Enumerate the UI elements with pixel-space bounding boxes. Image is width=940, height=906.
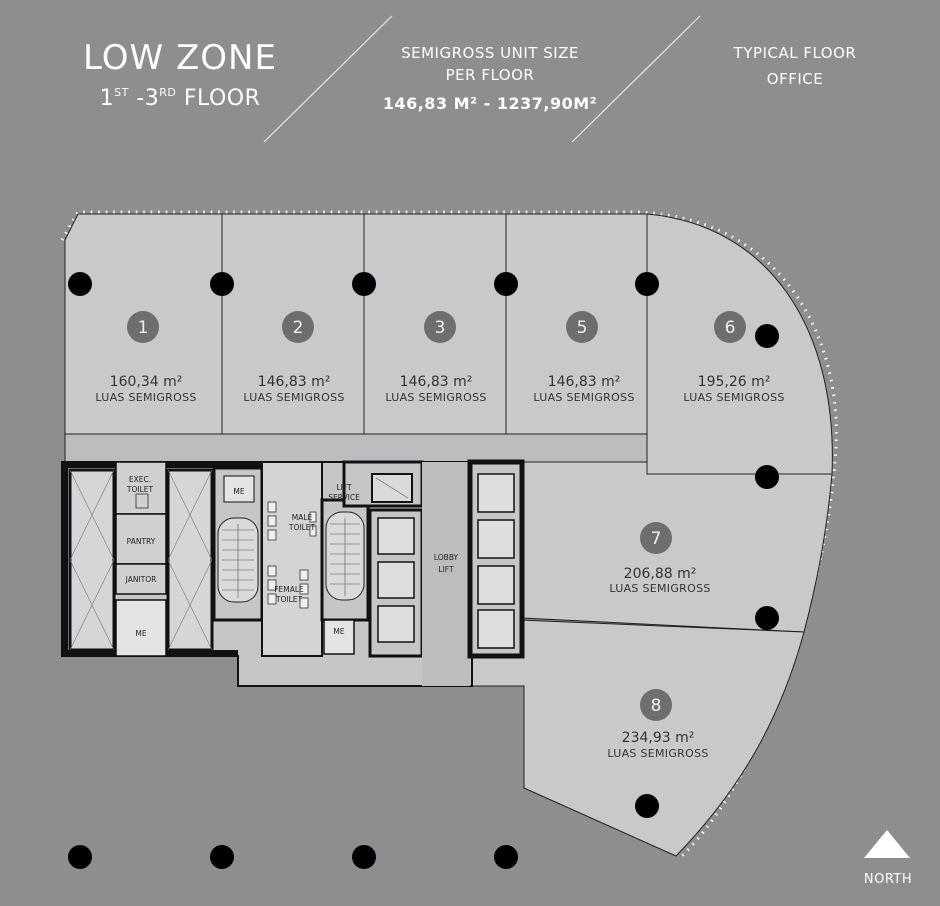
unit-7-area-label: LUAS SEMIGROSS <box>609 582 710 595</box>
column <box>210 272 234 296</box>
unit-1-number: 1 <box>138 318 149 338</box>
unit-3-area-label: LUAS SEMIGROSS <box>385 391 486 404</box>
core-labels: EXEC. TOILET PANTRY JANITOR ME ME ME LIF… <box>125 475 459 638</box>
female-toilet-label-2: TOILET <box>275 595 303 604</box>
unit-1-area-value: 160,34 m² <box>110 374 183 390</box>
column <box>210 845 234 869</box>
floor-separator: -3 <box>128 86 160 111</box>
me-room-2 <box>223 475 255 503</box>
pantry-room <box>115 513 167 565</box>
unit-6-badge <box>714 311 746 343</box>
columns <box>68 272 779 869</box>
column <box>494 272 518 296</box>
toilet-block <box>261 461 323 657</box>
header-divider-right <box>571 15 701 143</box>
floor-word: FLOOR <box>176 86 261 111</box>
lift-cars-east <box>477 473 515 649</box>
me-room-1 <box>115 599 167 657</box>
lift-service-label-2: SERVICE <box>328 493 360 502</box>
lift-cars-west <box>377 517 415 643</box>
service-lift-car <box>371 473 413 503</box>
column <box>755 465 779 489</box>
exec-toilet-room <box>115 461 167 515</box>
column <box>352 845 376 869</box>
unit-7-area <box>521 461 833 633</box>
me-label-3: ME <box>333 627 344 636</box>
lobby-lift-label-1: LOBBY <box>434 553 459 562</box>
floor-from: 1 <box>99 86 115 111</box>
unit-5-area-value: 146,83 m² <box>548 374 621 390</box>
toilet-fixture <box>135 493 149 509</box>
janitor-room <box>115 563 167 595</box>
floor-to-suffix: RD <box>159 86 177 99</box>
column <box>635 794 659 818</box>
toilet-fixtures <box>267 501 317 609</box>
unit-6-area <box>646 213 833 475</box>
stair-1-treads <box>222 524 254 598</box>
north-label: NORTH <box>863 872 913 887</box>
unit-7-badge <box>640 522 672 554</box>
stair-2-treads <box>330 518 360 596</box>
male-toilet-label-1: MALE <box>292 513 313 522</box>
size-label-line2: PER FLOOR <box>445 66 535 84</box>
lift-lobby <box>422 462 470 686</box>
unit-2-area-value: 146,83 m² <box>258 374 331 390</box>
size-value: 146,83 M² - 1237,90M² <box>382 94 598 113</box>
column <box>635 272 659 296</box>
unit-8-area-label: LUAS SEMIGROSS <box>607 747 708 760</box>
zone-title: LOW ZONE <box>83 38 277 78</box>
lobby-lift-label-2: LIFT <box>438 565 454 574</box>
header-divider-left <box>263 15 393 143</box>
unit-1-area-label: LUAS SEMIGROSS <box>95 391 196 404</box>
unit-5-badge <box>566 311 598 343</box>
unit-6-number: 6 <box>725 318 736 338</box>
exec-toilet-label-2: TOILET <box>126 485 154 494</box>
unit-3-badge <box>424 311 456 343</box>
column <box>755 606 779 630</box>
shaft-2 <box>166 468 214 652</box>
unit-1-badge <box>127 311 159 343</box>
exec-toilet-label-1: EXEC. <box>129 475 151 484</box>
unit-2-area-label: LUAS SEMIGROSS <box>243 391 344 404</box>
male-toilet-label-2: TOILET <box>288 523 316 532</box>
column <box>494 845 518 869</box>
column <box>68 845 92 869</box>
unit-8-badge <box>640 689 672 721</box>
pantry-label: PANTRY <box>127 537 156 546</box>
female-toilet-label-1: FEMALE <box>274 585 304 594</box>
north-arrow-icon <box>864 830 910 858</box>
me-label-2: ME <box>233 487 244 496</box>
unit-8-area-value: 234,93 m² <box>622 730 695 746</box>
unit-3-number: 3 <box>435 318 446 338</box>
floor-from-suffix: ST <box>114 86 129 99</box>
shaft-1 <box>68 468 116 652</box>
unit-6-area-value: 195,26 m² <box>698 374 771 390</box>
type-label-line1: TYPICAL FLOOR <box>733 44 857 62</box>
unit-7-number: 7 <box>651 529 662 549</box>
unit-7-area-value: 206,88 m² <box>624 566 697 582</box>
column <box>352 272 376 296</box>
unit-2-badge <box>282 311 314 343</box>
corridor <box>64 433 648 463</box>
column <box>68 272 92 296</box>
unit-5-number: 5 <box>577 318 588 338</box>
unit-3-area-value: 146,83 m² <box>400 374 473 390</box>
column <box>755 324 779 348</box>
size-label-line1: SEMIGROSS UNIT SIZE <box>401 44 579 62</box>
unit-5-area-label: LUAS SEMIGROSS <box>533 391 634 404</box>
unit-2-number: 2 <box>293 318 304 338</box>
floor-range: 1ST -3RD FLOOR <box>40 86 320 111</box>
unit-6-area-label: LUAS SEMIGROSS <box>683 391 784 404</box>
me-label-1: ME <box>135 629 146 638</box>
unit-8-area <box>471 617 805 857</box>
core-layer <box>61 433 648 687</box>
unit-labels: 1 160,34 m² LUAS SEMIGROSS 2 146,83 m² L… <box>95 311 784 760</box>
me-room-3 <box>323 619 355 655</box>
janitor-label: JANITOR <box>125 575 157 584</box>
lift-service-label-1: LIFT <box>336 483 352 492</box>
type-label-line2: OFFICE <box>766 70 824 88</box>
unit-8-number: 8 <box>651 696 662 716</box>
core-wall-west <box>62 462 68 656</box>
